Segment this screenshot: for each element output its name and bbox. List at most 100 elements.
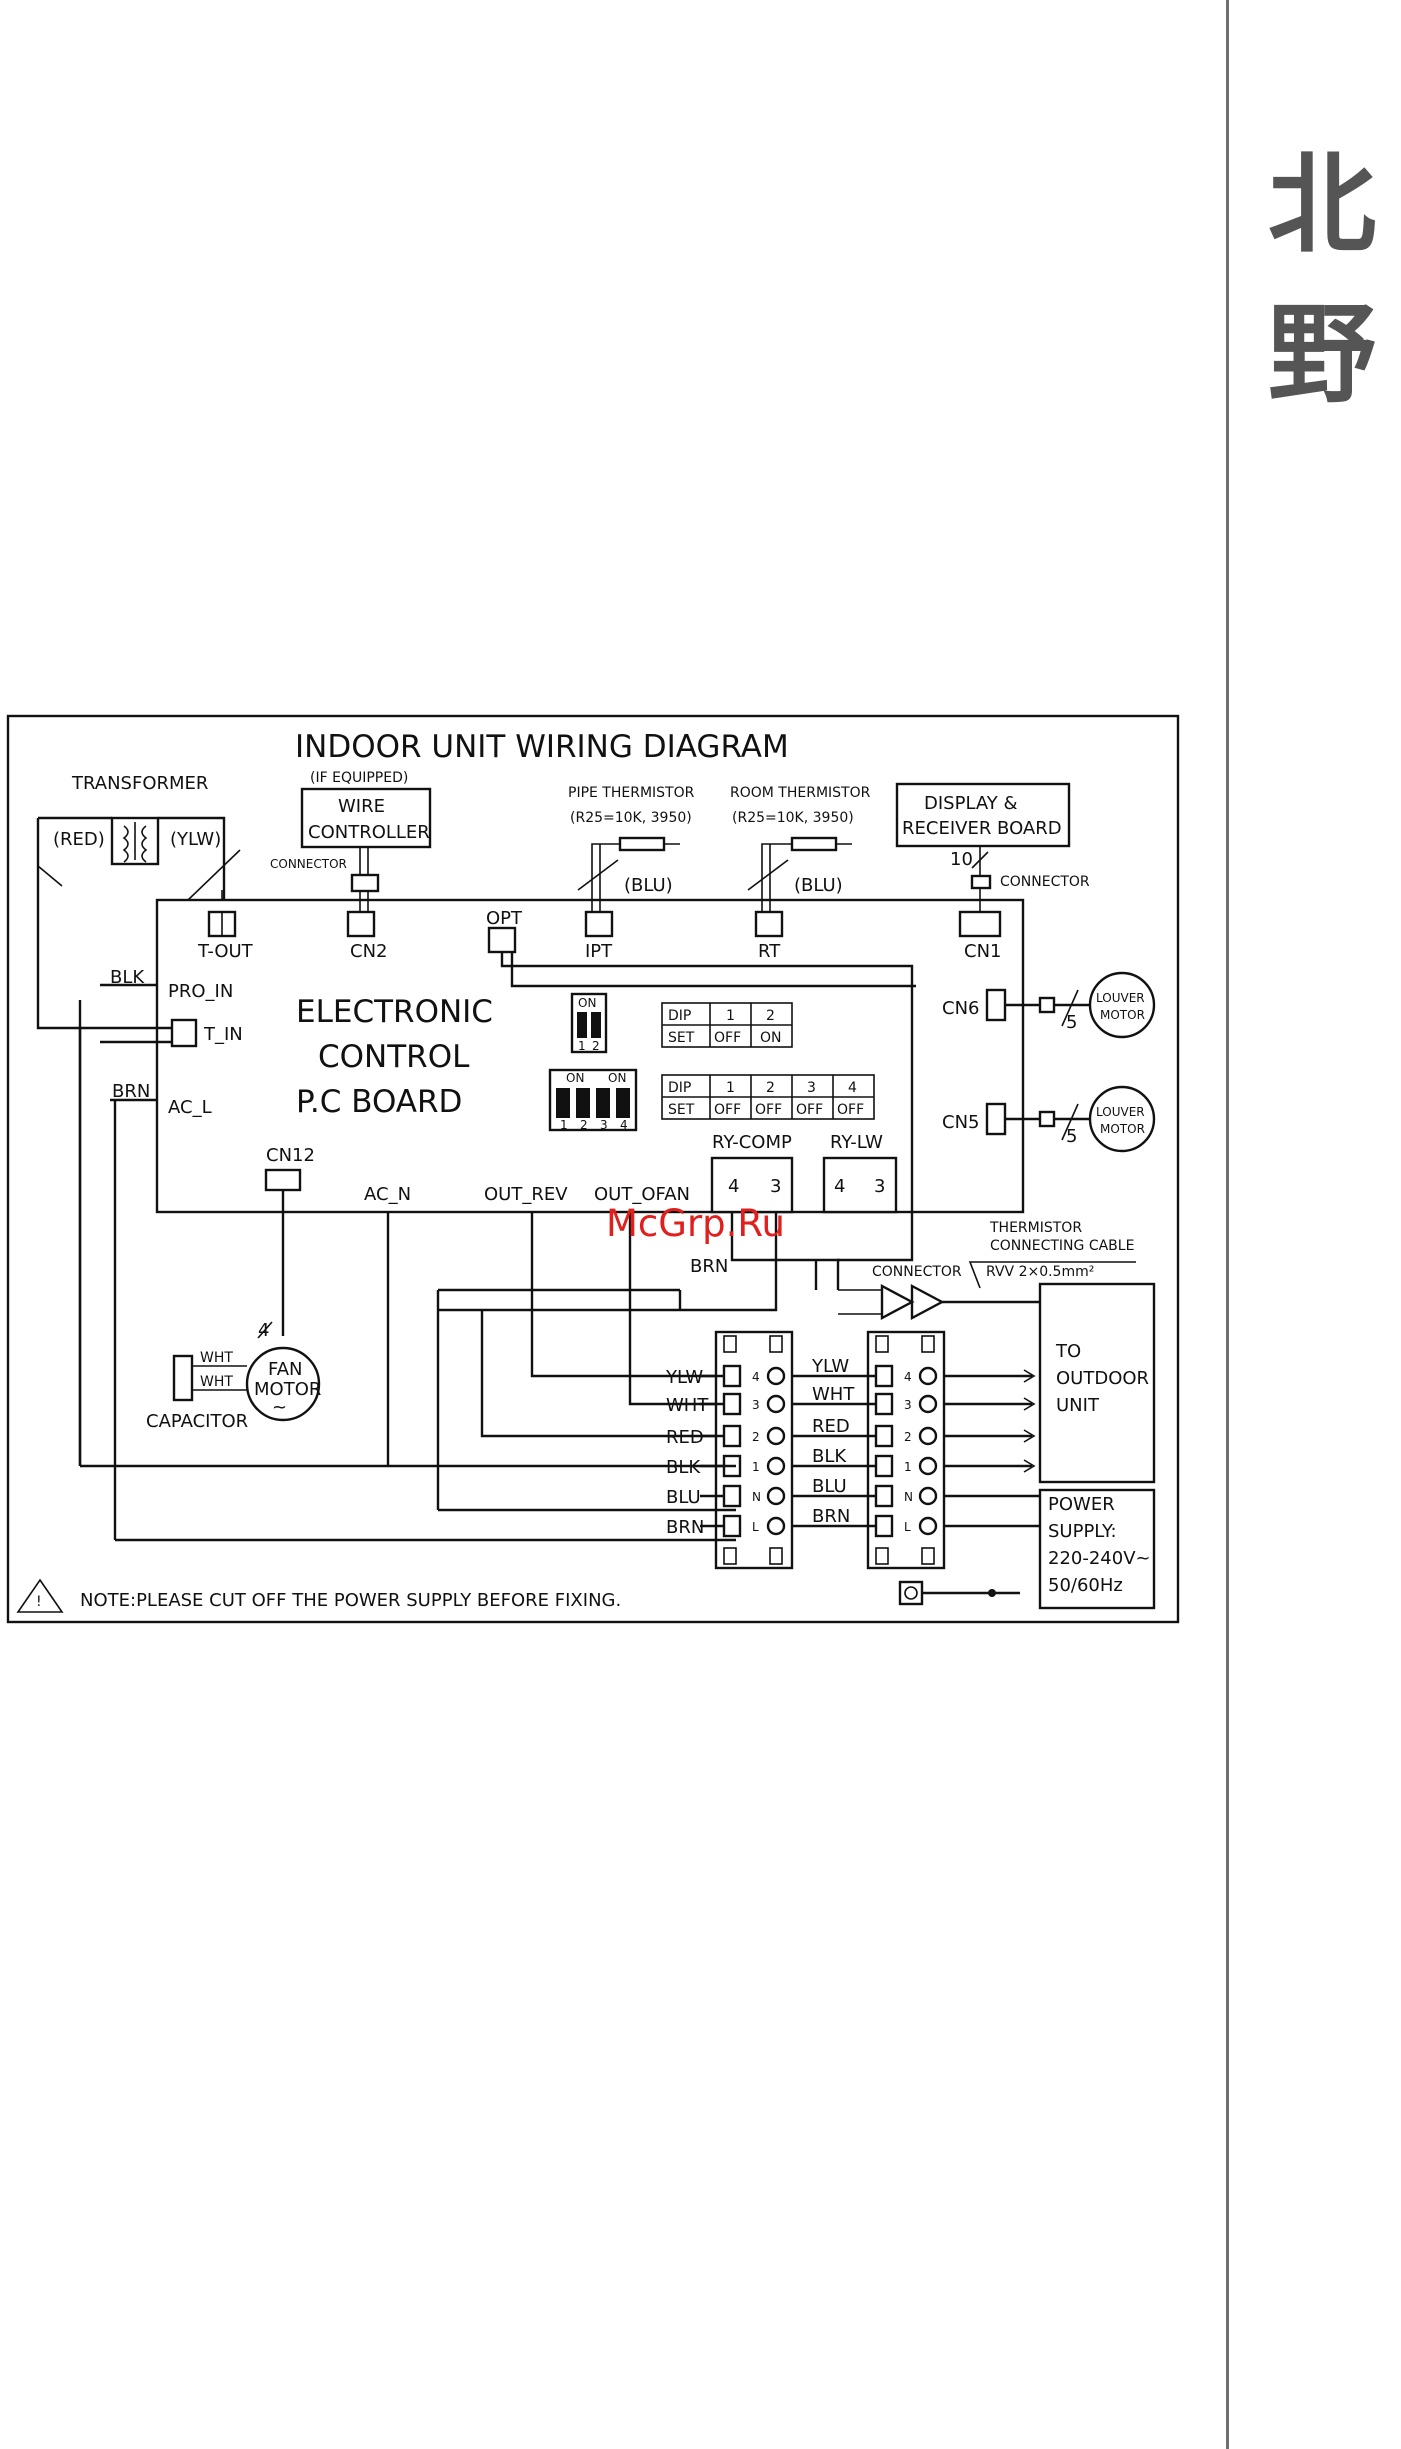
cn2-connector <box>346 910 376 938</box>
thermistor-connector-icon <box>880 1284 945 1320</box>
ac-n-label: AC_N <box>364 1184 411 1205</box>
louver-2-line1: LOUVER <box>1096 1105 1145 1119</box>
t2-h3: 3 <box>807 1080 816 1096</box>
t2-h1: 1 <box>726 1080 735 1096</box>
terminal-right-num-5: L <box>904 1520 911 1534</box>
diagram-title: INDOOR UNIT WIRING DIAGRAM <box>295 729 789 765</box>
terminal-right-num-1: 3 <box>904 1398 912 1412</box>
rt-label: RT <box>758 941 781 962</box>
ry-lw-p3: 3 <box>874 1176 885 1197</box>
terminal-left-color-1: WHT <box>666 1395 709 1416</box>
transformer-ylw: (YLW) <box>170 829 221 850</box>
cn1-label: CN1 <box>964 941 1002 962</box>
dip-table-2: DIP 1 2 3 4 SET OFF OFF OFF OFF <box>661 1074 875 1120</box>
pc-board-outline <box>155 898 1025 1214</box>
dip4-n4: 4 <box>620 1118 628 1132</box>
terminal-left-color-0: YLW <box>665 1367 703 1388</box>
t1-r0: SET <box>668 1030 695 1046</box>
transformer-red: (RED) <box>53 829 105 850</box>
cn6-connector <box>985 988 1007 1022</box>
terminal-left-color-4: BLU <box>666 1487 701 1508</box>
display-board-count: 10 <box>950 849 973 870</box>
room-thermistor-label: ROOM THERMISTOR <box>730 785 871 801</box>
ipt-label: IPT <box>585 941 613 962</box>
opt-connector <box>487 926 517 954</box>
t2-h2: 2 <box>766 1080 775 1096</box>
terminal-right-color-2: RED <box>812 1416 850 1437</box>
ry-lw-label: RY-LW <box>830 1132 883 1153</box>
mid-brn-label: BRN <box>690 1256 728 1277</box>
watermark: McGrp.Ru <box>606 1202 785 1245</box>
display-board-connector: CONNECTOR <box>1000 874 1090 890</box>
room-thermistor-wire: (BLU) <box>794 875 843 896</box>
out-ofan-label: OUT_OFAN <box>594 1184 690 1205</box>
brand-mark: 北 野 <box>1268 130 1398 430</box>
louver-motor-1 <box>1088 971 1156 1039</box>
therm-cable-spec: RVV 2×0.5mm² <box>986 1264 1094 1280</box>
warning-mark: ! <box>36 1594 42 1610</box>
brand-char-1: 北 <box>1268 142 1377 268</box>
fan-motor <box>245 1346 321 1422</box>
louver-1-line2: MOTOR <box>1100 1008 1145 1022</box>
t-in-connector <box>170 1018 198 1048</box>
fan-motor-line1: FAN <box>268 1359 302 1380</box>
dip2-n1: 1 <box>578 1039 586 1053</box>
dip-table-1: DIP 1 2 SET OFF ON <box>661 1002 793 1048</box>
wire-controller-note: (IF EQUIPPED) <box>310 770 408 786</box>
ry-comp-label: RY-COMP <box>712 1132 792 1153</box>
terminal-left-num-2: 2 <box>752 1430 760 1444</box>
dip4-n1: 1 <box>560 1118 568 1132</box>
power-line3: 220-240V~ <box>1048 1548 1151 1569</box>
pc-board-line3: P.C BOARD <box>296 1084 462 1120</box>
brand-char-2: 野 <box>1268 292 1377 418</box>
dip4-on1: ON <box>566 1071 584 1085</box>
wire-controller-line2: CONTROLLER <box>308 822 430 843</box>
power-line2: SUPPLY: <box>1048 1521 1117 1542</box>
pipe-thermistor-wire: (BLU) <box>624 875 673 896</box>
terminal-right-num-3: 1 <box>904 1460 912 1474</box>
earth-icon <box>898 1580 924 1606</box>
t2-r2: OFF <box>755 1102 782 1118</box>
ry-comp-p4: 4 <box>728 1176 739 1197</box>
louver-2-line2: MOTOR <box>1100 1122 1145 1136</box>
cn5-connector <box>985 1102 1007 1136</box>
fan-motor-line2: MOTOR <box>254 1379 321 1400</box>
t2-h0: DIP <box>668 1080 691 1096</box>
transformer-coils-icon <box>122 825 148 863</box>
terminal-right-color-3: BLK <box>812 1446 847 1467</box>
ac-l-label: AC_L <box>168 1097 212 1118</box>
terminal-left-num-1: 3 <box>752 1398 760 1412</box>
cap-wht-2: WHT <box>200 1374 233 1390</box>
warning-icon <box>16 1578 64 1613</box>
cn12-connector <box>264 1168 302 1192</box>
fan-count: 4 <box>258 1320 269 1341</box>
pro-in-label: PRO_IN <box>168 981 233 1002</box>
dip4-n2: 2 <box>580 1118 588 1132</box>
ry-comp-p3: 3 <box>770 1176 781 1197</box>
terminal-left-num-3: 1 <box>752 1460 760 1474</box>
terminal-right-num-2: 2 <box>904 1430 912 1444</box>
t1-r2: ON <box>760 1030 782 1046</box>
wire-controller-box <box>300 787 432 849</box>
terminal-right-num-4: N <box>904 1490 913 1504</box>
pipe-thermistor-sensor <box>618 836 666 852</box>
terminal-left-num-5: L <box>752 1520 759 1534</box>
page-side-rule <box>1226 0 1229 2449</box>
dip4-n3: 3 <box>600 1118 608 1132</box>
out-rev-label: OUT_REV <box>484 1184 568 1205</box>
ry-comp-relay <box>710 1156 794 1214</box>
ry-lw-relay <box>822 1156 898 1214</box>
outdoor-line1: TO <box>1055 1341 1081 1362</box>
dip2-on: ON <box>578 996 596 1010</box>
t-in-label: T_IN <box>203 1024 243 1045</box>
dip4-on2: ON <box>608 1071 626 1085</box>
therm-cable-connector: CONNECTOR <box>872 1264 962 1280</box>
therm-cable-line1: THERMISTOR <box>989 1220 1082 1236</box>
terminal-right-color-1: WHT <box>812 1384 855 1405</box>
capacitor-label: CAPACITOR <box>146 1411 248 1432</box>
cn6-label: CN6 <box>942 998 980 1019</box>
terminal-right-num-0: 4 <box>904 1370 912 1384</box>
t1-r1: OFF <box>714 1030 741 1046</box>
terminal-right-color-0: YLW <box>811 1356 849 1377</box>
